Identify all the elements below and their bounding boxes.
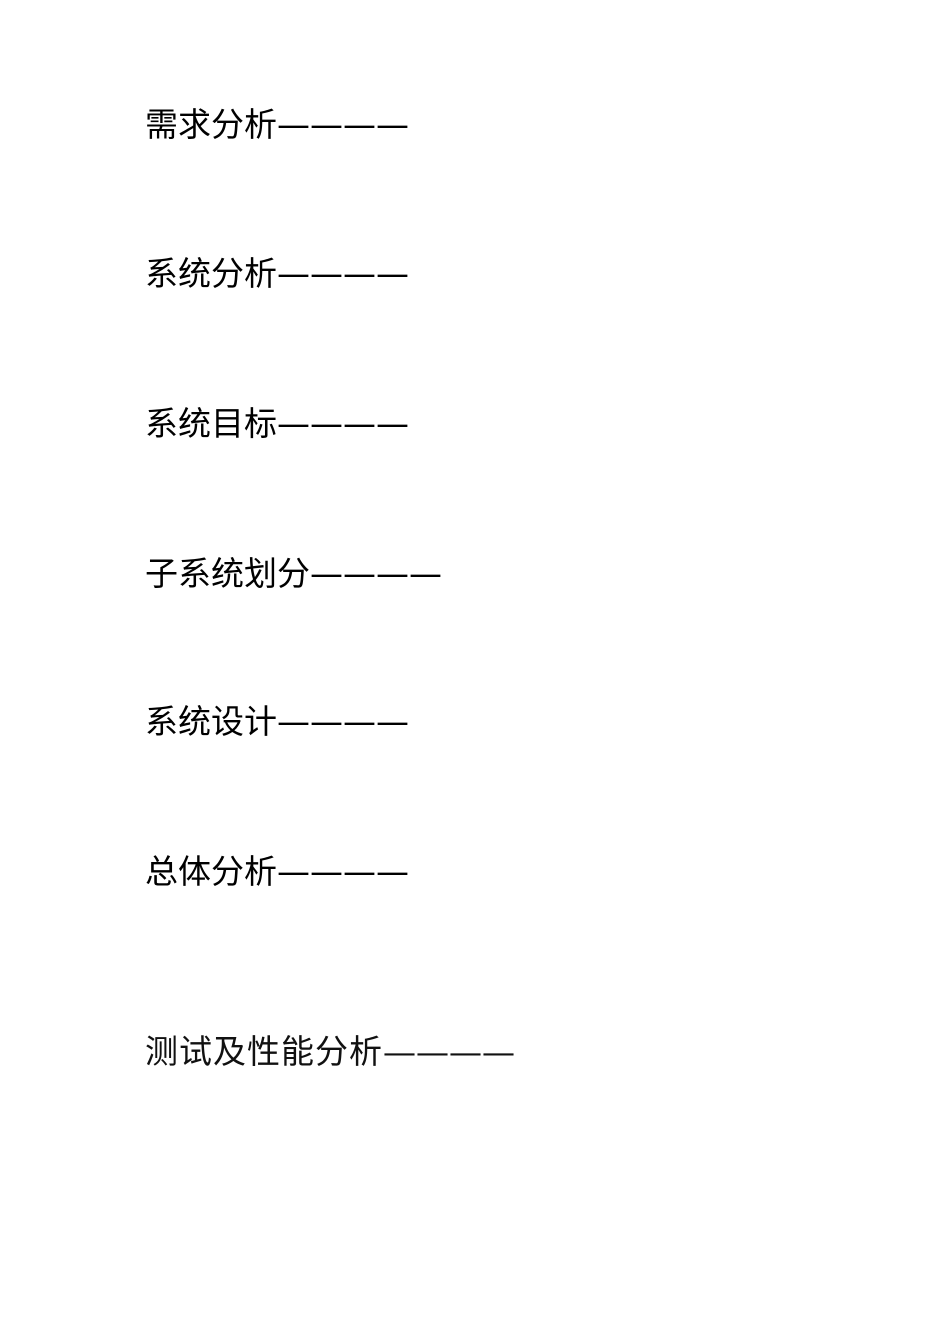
heading-label: 系统分析: [145, 254, 277, 293]
heading-system-design: 系统设计————: [145, 702, 409, 742]
heading-label: 系统目标: [145, 404, 277, 443]
heading-label: 子系统划分: [145, 554, 310, 593]
heading-system-goals: 系统目标————: [145, 404, 409, 444]
heading-testing-performance-analysis: 测试及性能分析————: [145, 1032, 515, 1072]
heading-dashes: ————: [310, 554, 442, 593]
heading-dashes: ————: [277, 105, 409, 144]
heading-label: 总体分析: [145, 852, 277, 891]
heading-requirements-analysis: 需求分析————: [145, 105, 409, 145]
heading-dashes: ————: [277, 702, 409, 741]
heading-system-analysis: 系统分析————: [145, 254, 409, 294]
heading-dashes: ————: [277, 852, 409, 891]
heading-dashes: ————: [277, 254, 409, 293]
heading-dashes: ————: [383, 1032, 515, 1071]
heading-label: 系统设计: [145, 702, 277, 741]
heading-dashes: ————: [277, 404, 409, 443]
heading-label: 测试及性能分析: [145, 1032, 383, 1071]
heading-overall-analysis: 总体分析————: [145, 852, 409, 892]
heading-label: 需求分析: [145, 105, 277, 144]
heading-subsystem-division: 子系统划分————: [145, 554, 442, 594]
